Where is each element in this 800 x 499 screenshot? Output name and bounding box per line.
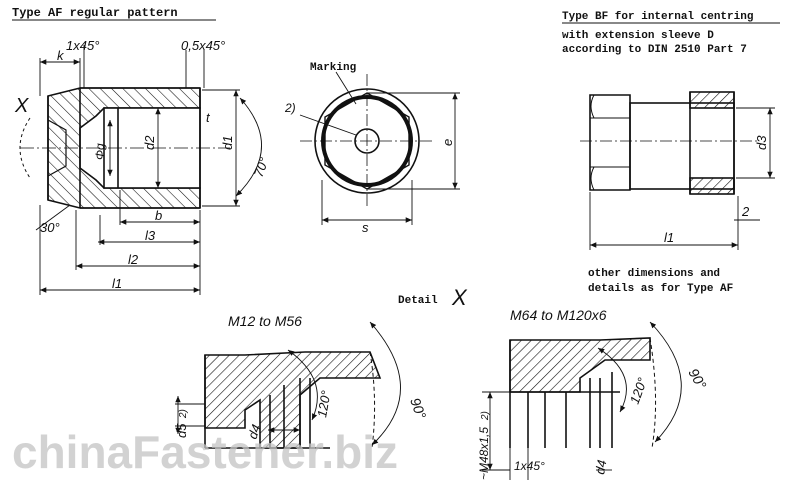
af-k-label: k <box>57 48 65 63</box>
type-af-section-view <box>19 87 230 209</box>
bf-l1-label: l1 <box>664 230 674 245</box>
af-l3-label: l3 <box>145 228 156 243</box>
detail-left-labels: d5 2) d4 120° 90° <box>174 389 430 441</box>
af-angle-30: 30° <box>40 220 60 235</box>
bf-2-label: 2 <box>741 204 750 219</box>
bf-labels: d3 2 l1 <box>664 135 769 245</box>
af-chamfer-right: 0,5x45° <box>181 38 225 53</box>
af-dg-label: Φg <box>93 143 107 160</box>
detail-m48-label: ~M48x1,5 <box>477 427 491 480</box>
type-bf-title: Type BF for internal centring with exten… <box>562 11 780 56</box>
bf-note-line2: details as for Type AF <box>588 283 733 295</box>
type-bf-line2: with extension sleeve D <box>562 30 714 42</box>
svg-text:other dimensions and: other dimensions and <box>588 268 720 280</box>
detail-d5-label: d5 <box>174 423 189 438</box>
af-d2-label: d2 <box>142 135 157 150</box>
bf-note: other dimensions and details as for Type… <box>588 268 733 295</box>
detail-heading: Detail X <box>398 285 468 310</box>
detail-d4-left: d4 <box>245 422 264 441</box>
detail-d5-sup: 2) <box>178 409 189 419</box>
detail-90-left: 90° <box>407 396 429 422</box>
detail-left-title: M12 to M56 <box>228 313 302 329</box>
detail-120-right: 120° <box>627 376 650 406</box>
af-x-label: X <box>14 95 29 117</box>
type-af-title: Type AF regular pattern <box>12 6 216 21</box>
detail-right-dims <box>482 321 682 480</box>
detail-right-title: M64 to M120x6 <box>510 307 607 323</box>
detail-m48-sup: 2) <box>480 411 491 421</box>
detail-label: Detail <box>398 295 438 307</box>
watermark: chinaFastener.biz <box>12 426 398 478</box>
marking-label: Marking <box>310 62 356 74</box>
type-bf-line3: according to DIN 2510 Part 7 <box>562 44 747 56</box>
detail-d4-right: d4 <box>592 459 609 476</box>
af-t-label: t <box>206 110 211 125</box>
detail-left-dims <box>175 321 401 446</box>
detail-120-left: 120° <box>314 389 333 418</box>
af-dimensions <box>35 45 262 295</box>
bf-dimensions <box>589 107 775 250</box>
af-l1-label: l1 <box>112 276 122 291</box>
detail-90-right: 90° <box>685 366 710 393</box>
detail-letter: X <box>451 285 468 310</box>
af-d1-label: d1 <box>220 136 235 150</box>
end-view-labels: Marking 2) s e <box>284 62 455 235</box>
end-view <box>299 71 460 225</box>
end-view-s-label: s <box>362 220 369 235</box>
af-angle-70: 70° <box>251 155 272 179</box>
end-view-e-label: e <box>440 139 455 146</box>
af-labels: 1x45° 0,5x45° k X Φg d2 t d1 70° 30° b l… <box>14 38 272 291</box>
end-view-note-2: 2) <box>284 101 296 115</box>
bf-d3-label: d3 <box>754 135 769 150</box>
type-bf-view <box>580 91 760 195</box>
detail-right-chamfer: 1x45° <box>514 459 545 473</box>
svg-text:Type AF regular pattern: Type AF regular pattern <box>12 6 178 20</box>
af-l2-label: l2 <box>128 252 139 267</box>
svg-text:Type BF for internal centring: Type BF for internal centring <box>562 11 753 23</box>
af-b-label: b <box>155 208 162 223</box>
af-chamfer-left: 1x45° <box>66 38 99 53</box>
